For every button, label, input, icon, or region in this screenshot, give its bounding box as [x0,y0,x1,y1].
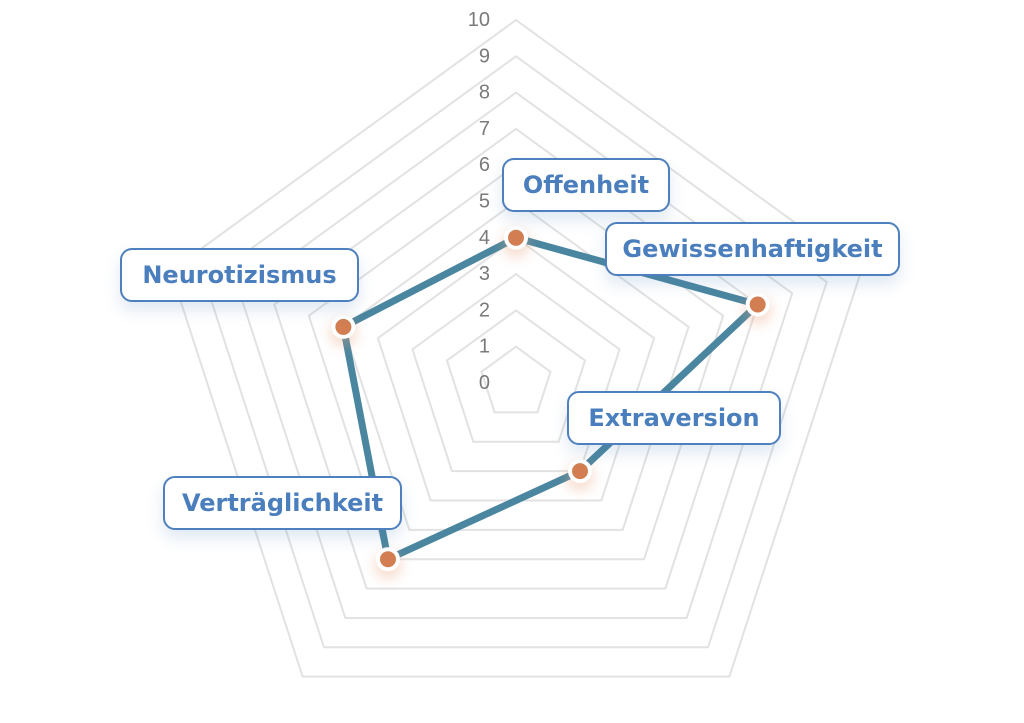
tick-label: 9 [479,45,490,67]
grid-ring-2 [445,309,587,443]
tick-labels: 0 1 2 3 4 5 6 7 8 9 10 [468,9,490,394]
axis-label-extraversion: Extraversion [567,391,781,445]
tick-label: 5 [479,191,490,213]
tick-label: 6 [479,154,490,176]
tick-label: 4 [479,227,490,249]
tick-label: 1 [479,336,490,358]
series-line [339,234,762,563]
grid-ring-3 [411,272,621,473]
tick-label: 0 [479,372,490,394]
axis-label-offenheit: Offenheit [502,158,670,212]
axis-label-verträglichkeit: Verträglichkeit [163,476,402,530]
data-point-offenheit[interactable] [504,225,528,250]
grid-ring-1 [480,345,552,414]
grid-ring-5 [342,200,690,531]
tick-label: 3 [479,263,490,285]
tick-label: 10 [468,9,490,31]
tick-label: 2 [479,299,490,321]
data-point-neurotizismus[interactable] [331,314,356,339]
grid [169,18,863,678]
axis-label-gewissenhaftigkeit: Gewissenhaftigkeit [605,222,900,276]
tick-label: 8 [479,82,490,104]
grid-ring-10 [169,18,863,678]
axis-label-neurotizismus: Neurotizismus [120,248,359,302]
series [329,225,772,580]
data-point-verträglichkeit[interactable] [375,547,400,572]
data-point-extraversion[interactable] [568,459,593,484]
tick-label: 7 [479,118,490,140]
data-point-gewissenhaftigkeit[interactable] [745,292,770,317]
